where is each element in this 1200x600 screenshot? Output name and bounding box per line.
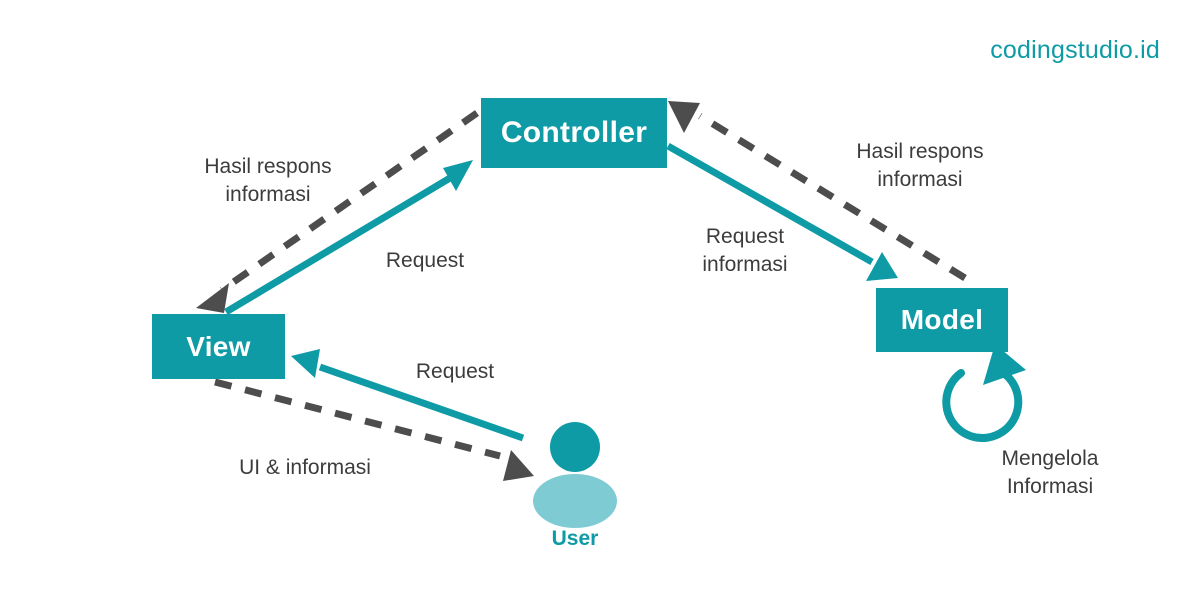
user-body-ellipse xyxy=(533,474,617,528)
edge-view-to-controller xyxy=(224,160,473,316)
node-view-label: View xyxy=(186,330,251,362)
edge-controller-to-model xyxy=(666,142,898,281)
edge-label-controller-to-view: Hasil respons informasi xyxy=(204,155,332,206)
node-controller-label: Controller xyxy=(500,116,648,149)
refresh-arc xyxy=(942,364,1023,442)
user-head-circle xyxy=(550,422,600,472)
edge-controller-to-view-line xyxy=(220,110,479,293)
edge-user-to-view xyxy=(291,349,525,442)
edge-model-to-controller-line xyxy=(698,113,967,281)
edge-view-to-user-arrowhead xyxy=(503,450,534,481)
edge-view-to-controller-arrowhead xyxy=(443,160,473,191)
circular-refresh-arrow-icon xyxy=(942,344,1026,442)
node-view[interactable]: View xyxy=(152,314,285,379)
user-avatar-icon xyxy=(533,422,617,528)
node-user-label: User xyxy=(551,527,599,550)
edge-controller-to-model-line xyxy=(666,142,874,266)
edge-label-view-to-user: UI & informasi xyxy=(239,456,371,479)
edge-label-model-self-loop: Mengelola Informasi xyxy=(1001,447,1099,498)
edge-view-to-controller-line xyxy=(224,174,452,316)
node-model[interactable]: Model xyxy=(876,288,1008,352)
node-model-label: Model xyxy=(900,304,984,335)
edge-label-model-to-controller: Hasil respons informasi xyxy=(856,140,984,191)
node-controller[interactable]: Controller xyxy=(481,98,667,168)
brand-logo-text[interactable]: codingstudio.id xyxy=(990,36,1160,64)
edge-view-to-user xyxy=(214,378,534,481)
edge-user-to-view-arrowhead xyxy=(291,349,320,378)
edge-controller-to-model-arrowhead xyxy=(866,252,898,281)
edge-label-controller-to-model: Request informasi xyxy=(702,225,788,276)
edge-controller-to-view xyxy=(196,110,479,313)
edge-view-to-user-line xyxy=(214,378,501,460)
edge-controller-to-view-arrowhead xyxy=(196,283,229,313)
refresh-arrowhead xyxy=(983,344,1026,385)
edge-user-to-view-line xyxy=(318,363,525,442)
edge-model-to-controller xyxy=(668,101,967,281)
edge-model-to-controller-arrowhead xyxy=(668,101,700,133)
edge-label-user-to-view: Request xyxy=(415,360,495,383)
edge-label-view-to-controller: Request xyxy=(385,249,465,272)
